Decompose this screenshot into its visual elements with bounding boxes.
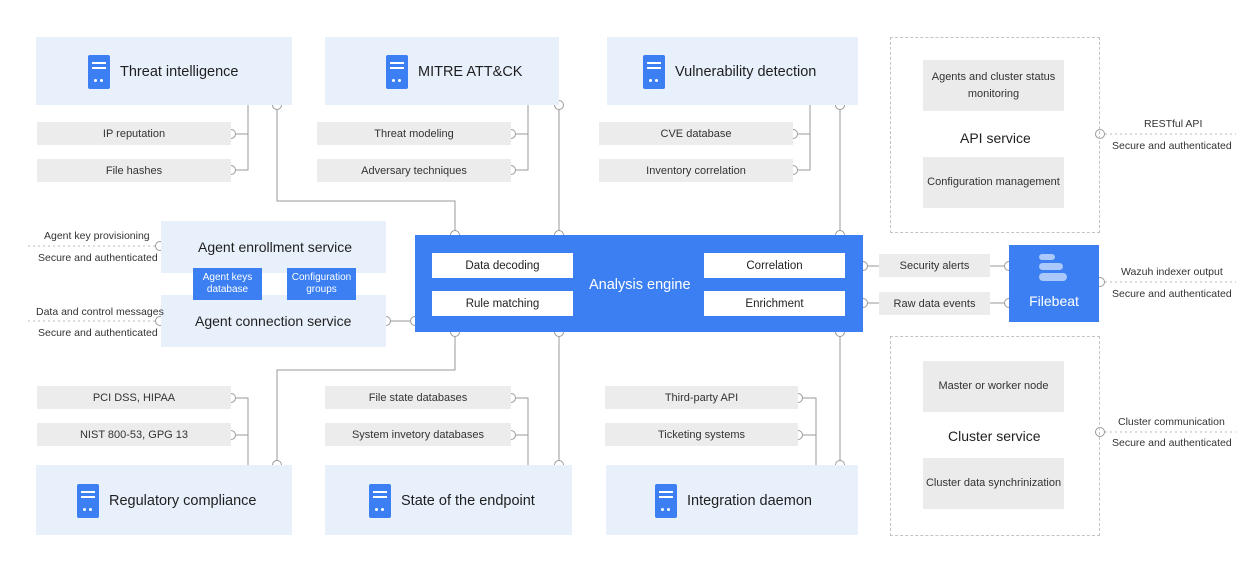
master-worker-node-box: Master or worker node	[923, 361, 1064, 412]
rule-matching-box: Rule matching	[432, 291, 573, 316]
file-hashes-box: File hashes	[37, 159, 231, 182]
cluster-data-synchronization-box: Cluster data synchrinization	[923, 458, 1064, 509]
restful-api-label: RESTful API	[1144, 118, 1203, 130]
agent-key-provisioning-label: Agent key provisioning	[44, 230, 150, 242]
state-of-endpoint-title: State of the endpoint	[369, 484, 535, 518]
server-icon	[386, 55, 408, 89]
integration-daemon-title: Integration daemon	[655, 484, 812, 518]
cluster-service-group	[890, 336, 1100, 536]
file-state-databases-box: File state databases	[325, 386, 511, 409]
regulatory-compliance-title: Regulatory compliance	[77, 484, 257, 518]
enrollment-secure-label: Secure and authenticated	[38, 252, 158, 264]
filebeat-secure-label: Secure and authenticated	[1112, 288, 1232, 300]
agent-enrollment-title: Agent enrollment service	[198, 239, 353, 255]
server-icon	[643, 55, 665, 89]
integration-daemon-panel	[606, 465, 858, 535]
connection-secure-label: Secure and authenticated	[38, 327, 158, 339]
data-control-messages-label: Data and control messages	[36, 306, 164, 318]
agents-cluster-monitoring-box: Agents and cluster status monitoring	[923, 60, 1064, 111]
system-inventory-databases-box: System invetory databases	[325, 423, 511, 446]
threat-modeling-box: Threat modeling	[317, 122, 511, 145]
cluster-secure-label: Secure and authenticated	[1112, 437, 1232, 449]
analysis-engine-title: Analysis engine	[589, 277, 691, 293]
filebeat-box: Filebeat	[1009, 245, 1099, 322]
inventory-correlation-box: Inventory correlation	[599, 159, 793, 182]
third-party-api-box: Third-party API	[605, 386, 798, 409]
agent-keys-database-box: Agent keys database	[193, 268, 262, 300]
enrichment-box: Enrichment	[704, 291, 845, 316]
agent-connection-title: Agent connection service	[195, 313, 352, 329]
server-icon	[655, 484, 677, 518]
agent-connection-panel	[161, 295, 386, 347]
correlation-box: Correlation	[704, 253, 845, 278]
threat-intelligence-panel	[36, 37, 292, 105]
threat-intelligence-title: Threat intelligence	[88, 55, 239, 89]
pci-dss-hipaa-box: PCI DSS, HIPAA	[37, 386, 231, 409]
cluster-service-title: Cluster service	[948, 428, 1041, 444]
agent-enrollment-panel	[161, 221, 386, 273]
ticketing-systems-box: Ticketing systems	[605, 423, 798, 446]
filebeat-label: Filebeat	[1029, 293, 1079, 309]
adversary-techniques-box: Adversary techniques	[317, 159, 511, 182]
vulnerability-detection-title: Vulnerability detection	[643, 55, 816, 89]
ip-reputation-box: IP reputation	[37, 122, 231, 145]
cluster-communication-label: Cluster communication	[1118, 416, 1225, 428]
api-service-group	[890, 37, 1100, 233]
server-icon	[369, 484, 391, 518]
server-icon	[88, 55, 110, 89]
mitre-attack-panel	[325, 37, 559, 105]
filebeat-logo-icon	[1039, 254, 1067, 281]
security-alerts-box: Security alerts	[879, 254, 990, 277]
state-of-endpoint-panel	[325, 465, 572, 535]
mitre-attack-title: MITRE ATT&CK	[386, 55, 522, 89]
wazuh-indexer-output-label: Wazuh indexer output	[1121, 266, 1223, 278]
configuration-groups-box: Configuration groups	[287, 268, 356, 300]
configuration-management-box: Configuration management	[923, 157, 1064, 208]
server-icon	[77, 484, 99, 518]
api-secure-label: Secure and authenticated	[1112, 140, 1232, 152]
raw-data-events-box: Raw data events	[879, 292, 990, 315]
cve-database-box: CVE database	[599, 122, 793, 145]
api-service-title: API service	[960, 130, 1031, 146]
nist-gpg-box: NIST 800-53, GPG 13	[37, 423, 231, 446]
data-decoding-box: Data decoding	[432, 253, 573, 278]
